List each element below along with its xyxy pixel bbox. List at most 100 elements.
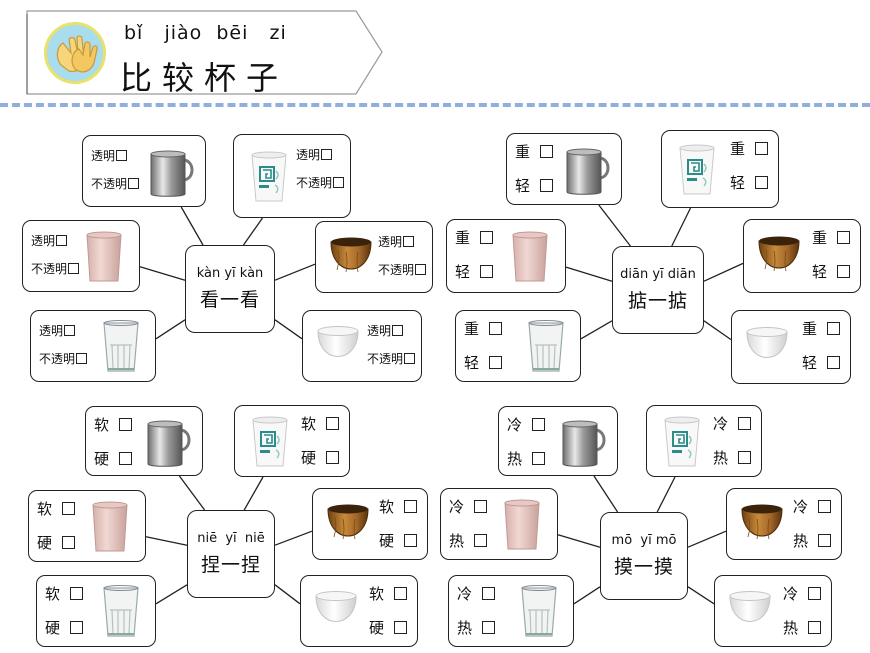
checkbox[interactable] <box>827 322 840 335</box>
checkbox[interactable] <box>394 621 407 634</box>
connector-line <box>155 584 188 605</box>
option-label: 不透明 <box>91 177 128 191</box>
connector-line <box>274 584 301 605</box>
connector-line <box>557 534 601 548</box>
option-label: 不透明 <box>366 352 403 366</box>
checkbox[interactable] <box>489 322 503 335</box>
checkbox[interactable] <box>403 236 414 247</box>
checkbox[interactable] <box>489 356 503 369</box>
option-label: 透明 <box>39 324 64 338</box>
checkbox[interactable] <box>68 263 80 274</box>
paper-cup-icon <box>243 414 299 474</box>
option-label: 软 <box>45 585 61 603</box>
white-cup-icon <box>723 584 779 644</box>
checkbox[interactable] <box>837 265 850 278</box>
option-list: 冷热 <box>783 577 821 645</box>
cup-card-white-cup: 软硬 <box>300 575 418 647</box>
option-row: 重 <box>812 221 850 255</box>
cup-card-white-cup: 冷热 <box>714 575 832 647</box>
checkbox[interactable] <box>474 500 488 513</box>
cup-card-glass-tumbler: 软硬 <box>36 575 156 647</box>
paper-cup-icon <box>670 142 726 202</box>
option-list: 重轻 <box>455 221 494 289</box>
checkbox[interactable] <box>837 231 850 244</box>
checkbox[interactable] <box>482 621 496 634</box>
checkbox[interactable] <box>755 142 768 155</box>
checkbox[interactable] <box>404 534 417 547</box>
connector-line <box>274 530 313 546</box>
checkbox[interactable] <box>70 621 84 634</box>
pink-cup-icon <box>77 229 133 289</box>
checkbox[interactable] <box>321 149 332 160</box>
checkbox[interactable] <box>64 325 76 336</box>
checkbox[interactable] <box>540 179 554 192</box>
checkbox[interactable] <box>808 621 821 634</box>
activity-pinyin: kàn yī kàn <box>196 266 264 281</box>
checkbox[interactable] <box>119 452 133 465</box>
checkbox[interactable] <box>738 451 751 464</box>
option-label: 热 <box>457 619 473 637</box>
checkbox[interactable] <box>415 264 426 275</box>
checkbox[interactable] <box>404 353 415 364</box>
option-label: 热 <box>792 532 808 550</box>
option-label: 热 <box>507 450 523 468</box>
cup-card-steel-mug: 透明不透明 <box>82 135 206 207</box>
checkbox[interactable] <box>62 502 76 515</box>
checkbox[interactable] <box>326 451 339 464</box>
checkbox[interactable] <box>70 587 84 600</box>
checkbox[interactable] <box>62 536 76 549</box>
checkbox[interactable] <box>333 177 344 188</box>
checkbox[interactable] <box>119 418 133 431</box>
checkbox[interactable] <box>480 231 494 244</box>
checkbox[interactable] <box>738 417 751 430</box>
pink-cup-icon <box>495 497 551 557</box>
cup-card-paper-cup: 透明不透明 <box>233 134 351 218</box>
option-list: 重轻 <box>802 312 840 380</box>
option-label: 冷 <box>449 498 465 516</box>
option-row: 热 <box>507 442 546 476</box>
checkbox[interactable] <box>755 176 768 189</box>
connector-line <box>274 319 303 340</box>
checkbox[interactable] <box>827 356 840 369</box>
option-list: 软硬 <box>301 407 339 475</box>
checkbox[interactable] <box>818 534 831 547</box>
checkbox[interactable] <box>808 587 821 600</box>
option-row: 透明 <box>296 141 344 169</box>
option-list: 软硬 <box>45 577 84 645</box>
option-label: 重 <box>464 320 480 338</box>
connector-line <box>687 586 715 605</box>
checkbox[interactable] <box>326 417 339 430</box>
connector-line <box>656 476 676 513</box>
checkbox[interactable] <box>482 587 496 600</box>
cup-card-steel-mug: 冷热 <box>498 406 618 476</box>
title-banner: bǐ jiào bēi zi 比较杯子 <box>26 10 383 97</box>
title-hanzi: 比较杯子 <box>120 59 289 97</box>
activity-hanzi: 看一看 <box>199 289 260 311</box>
checkbox[interactable] <box>404 500 417 513</box>
option-label: 软 <box>368 585 384 603</box>
cup-card-paper-cup: 重轻 <box>661 130 779 208</box>
checkbox[interactable] <box>128 178 140 189</box>
checkbox[interactable] <box>818 500 831 513</box>
connector-line <box>580 320 613 340</box>
option-label: 透明 <box>91 149 116 163</box>
option-row: 软 <box>94 408 133 442</box>
option-row: 热 <box>783 611 821 645</box>
option-row: 重 <box>455 221 494 255</box>
checkbox[interactable] <box>392 325 403 336</box>
connector-line <box>178 475 206 511</box>
checkbox[interactable] <box>474 534 488 547</box>
checkbox[interactable] <box>116 150 128 161</box>
cup-card-glass-tumbler: 透明不透明 <box>30 310 156 382</box>
checkbox[interactable] <box>76 353 88 364</box>
checkbox[interactable] <box>394 587 407 600</box>
checkbox[interactable] <box>540 145 554 158</box>
checkbox[interactable] <box>480 265 494 278</box>
option-row: 硬 <box>45 611 84 645</box>
checkbox[interactable] <box>532 418 546 431</box>
checkbox[interactable] <box>56 235 68 246</box>
option-label: 硬 <box>368 619 384 637</box>
checkbox[interactable] <box>532 452 546 465</box>
